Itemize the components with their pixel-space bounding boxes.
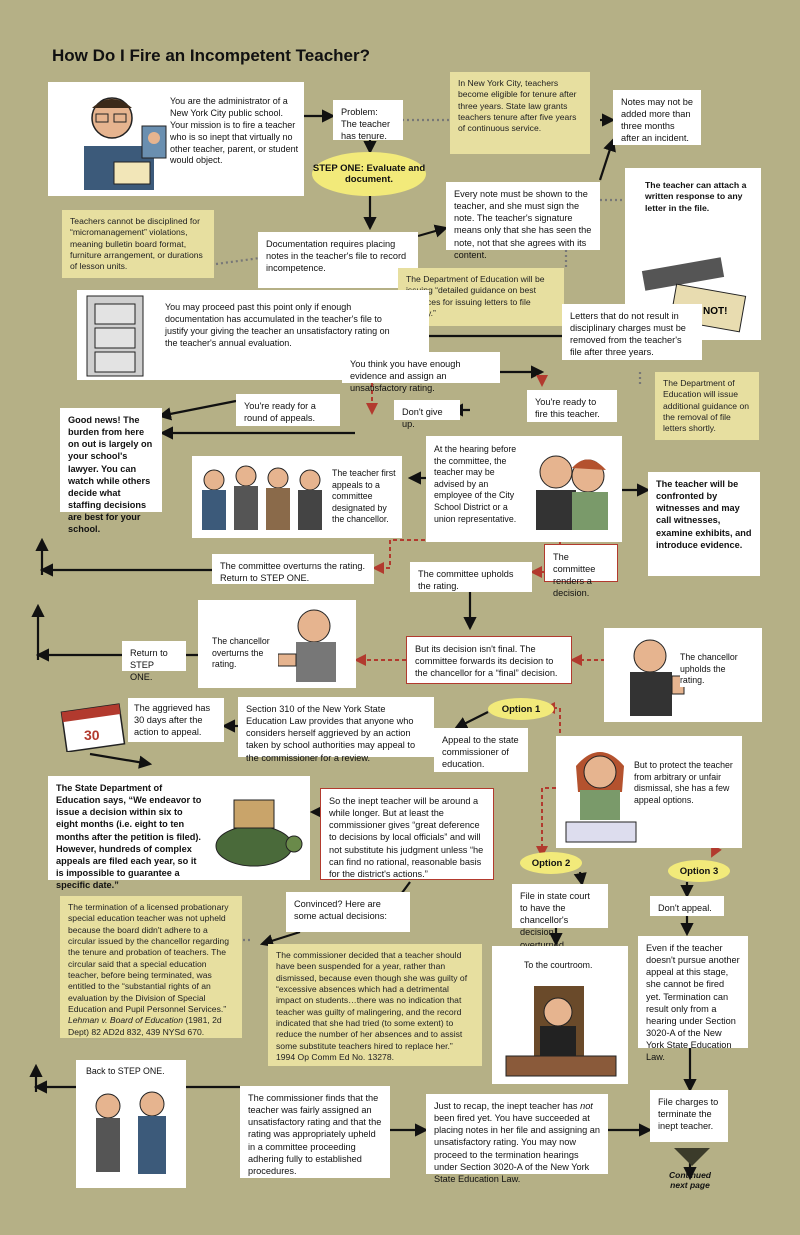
hearing-panel: At the hearing before the committee, the… — [426, 436, 622, 542]
overturns-box: The committee overturns the rating. Retu… — [212, 554, 374, 584]
page-title: How Do I Fire an Incompetent Teacher? — [52, 46, 371, 65]
back-step-panel: Back to STEP ONE. — [76, 1060, 186, 1188]
chancellor-thumbs-up-illustration — [630, 639, 685, 716]
chancellor-overturns-panel: The chancellor overturns the rating. — [198, 600, 356, 688]
probationary-note: The termination of a licensed probationa… — [60, 896, 242, 1038]
teacher-illustration — [565, 752, 637, 843]
recap-not: not — [580, 1101, 593, 1111]
file-cabinet-illustration — [86, 295, 144, 377]
courtroom-panel: To the courtroom. — [492, 946, 628, 1084]
aggrieved-panel: 30 The aggrieved has 30 days after the a… — [60, 694, 224, 754]
proceed-text: You may proceed past this point only if … — [165, 302, 395, 350]
return-step-one-box: Return to STEP ONE. — [122, 641, 186, 682]
suspended-cite: 1994 Op Comm Ed No. 13278. — [276, 1052, 394, 1063]
two-men-illustration — [95, 1091, 166, 1174]
fire-box: You're ready to fire this teacher. — [527, 390, 617, 422]
convinced-box: Convinced? Here are some actual decision… — [286, 892, 410, 932]
judge-illustration — [505, 986, 617, 1077]
tenure-note: In New York City, teachers become eligib… — [450, 72, 590, 154]
state-dept-box: The State Department of Education says, … — [48, 776, 310, 890]
recap-text-b: been fired yet. You have succeeded at pl… — [434, 1113, 600, 1184]
chancellor-upholds-panel: The chancellor upholds the rating. — [604, 628, 762, 722]
every-note-box: Every note must be shown to the teacher,… — [446, 182, 600, 260]
upholds-box: The committee upholds the rating. — [410, 562, 532, 592]
advisors-illustration — [536, 455, 608, 530]
chancellor-overturns-text: The chancellor overturns the rating. — [212, 636, 272, 671]
turtle-illustration — [215, 799, 303, 867]
attach-text: The teacher can attach a written respons… — [645, 180, 755, 215]
dont-appeal-box: Don't appeal. — [650, 896, 724, 916]
first-appeal-text: The teacher first appeals to a committee… — [332, 468, 400, 527]
option-1-oval: Option 1 — [488, 698, 554, 720]
option-2-oval: Option 2 — [520, 852, 582, 874]
courtroom-text: To the courtroom. — [524, 960, 614, 972]
probationary-cite-ref: (1981, 2d Dept) 82 AD2d 832, 439 NYSd 67… — [68, 1015, 222, 1037]
state-court-box: File in state court to have the chancell… — [512, 884, 608, 950]
hearing-text: At the hearing before the committee, the… — [434, 444, 522, 526]
committee-panel: The teacher first appeals to a committee… — [192, 456, 402, 538]
appeal-state-box: Appeal to the state commissioner of educ… — [434, 728, 528, 772]
probationary-text: The termination of a licensed probationa… — [68, 902, 229, 1015]
doe-removal-note: The Department of Education will issue a… — [655, 372, 759, 440]
renders-box: The committee renders a decision. — [544, 544, 618, 598]
proceed-panel: You may proceed past this point only if … — [77, 290, 429, 380]
continued-arrow-icon — [674, 1148, 710, 1166]
back-step-text: Back to STEP ONE. — [86, 1066, 182, 1078]
documentation-box: Documentation requires placing notes in … — [258, 232, 418, 288]
good-news-box: Good news! The burden from here on out i… — [60, 408, 162, 534]
protect-text: But to protect the teacher from arbitrar… — [634, 760, 736, 807]
letters-box: Letters that do not result in disciplina… — [562, 304, 702, 360]
fairly-box: The commissioner finds that the teacher … — [240, 1086, 390, 1178]
attach-response-panel: The teacher can attach a written respons… — [625, 168, 761, 340]
probationary-cite: Lehman v. Board of Education — [68, 1015, 183, 1026]
suspended-note: The commissioner decided that a teacher … — [268, 944, 482, 1066]
confronted-box: The teacher will be confronted by witnes… — [648, 472, 760, 576]
while-longer-box: So the inept teacher will be around a wh… — [320, 788, 494, 880]
svg-text:NOT!: NOT! — [703, 306, 727, 317]
notes-limit-box: Notes may not be added more than three m… — [613, 90, 701, 145]
recap-box: Just to recap, the inept teacher has not… — [426, 1094, 608, 1184]
continued-next-page: Continued next page — [668, 1170, 712, 1190]
recap-text-a: Just to recap, the inept teacher has — [434, 1101, 578, 1111]
problem-box: Problem: The teacher has tenure. — [333, 100, 403, 141]
protect-panel: But to protect the teacher from arbitrar… — [556, 736, 742, 848]
intro-text: You are the administrator of a New York … — [170, 96, 302, 168]
dont-give-up-box: Don't give up. — [394, 400, 460, 429]
calendar-number: 30 — [84, 727, 100, 743]
file-charges-box: File charges to terminate the inept teac… — [650, 1090, 728, 1142]
appeals-box: You're ready for a round of appeals. — [236, 394, 340, 426]
enough-evidence-box: You think you have enough evidence and a… — [342, 352, 500, 393]
administrator-illustration — [84, 97, 167, 190]
even-if-box: Even if the teacher doesn't pursue anoth… — [638, 936, 748, 1062]
calendar-icon: 30 — [60, 703, 126, 752]
chancellor-upholds-text: The chancellor upholds the rating. — [680, 652, 746, 687]
micromanagement-note: Teachers cannot be disciplined for “micr… — [62, 210, 214, 278]
step-one-oval: STEP ONE: Evaluate and document. — [312, 152, 426, 196]
not-final-box: But its decision isn't final. The commit… — [406, 636, 572, 684]
aggrieved-text: The aggrieved has 30 days after the acti… — [128, 698, 224, 743]
committee-illustration — [202, 465, 322, 530]
suspended-text: The commissioner decided that a teacher … — [276, 950, 468, 1051]
administrator-panel: You are the administrator of a New York … — [48, 82, 304, 196]
state-dept-text: The State Department of Education says, … — [56, 783, 202, 891]
chancellor-thumbs-down-illustration — [278, 609, 336, 682]
option-3-oval: Option 3 — [668, 860, 730, 882]
section-310-box: Section 310 of the New York State Educat… — [238, 697, 434, 763]
